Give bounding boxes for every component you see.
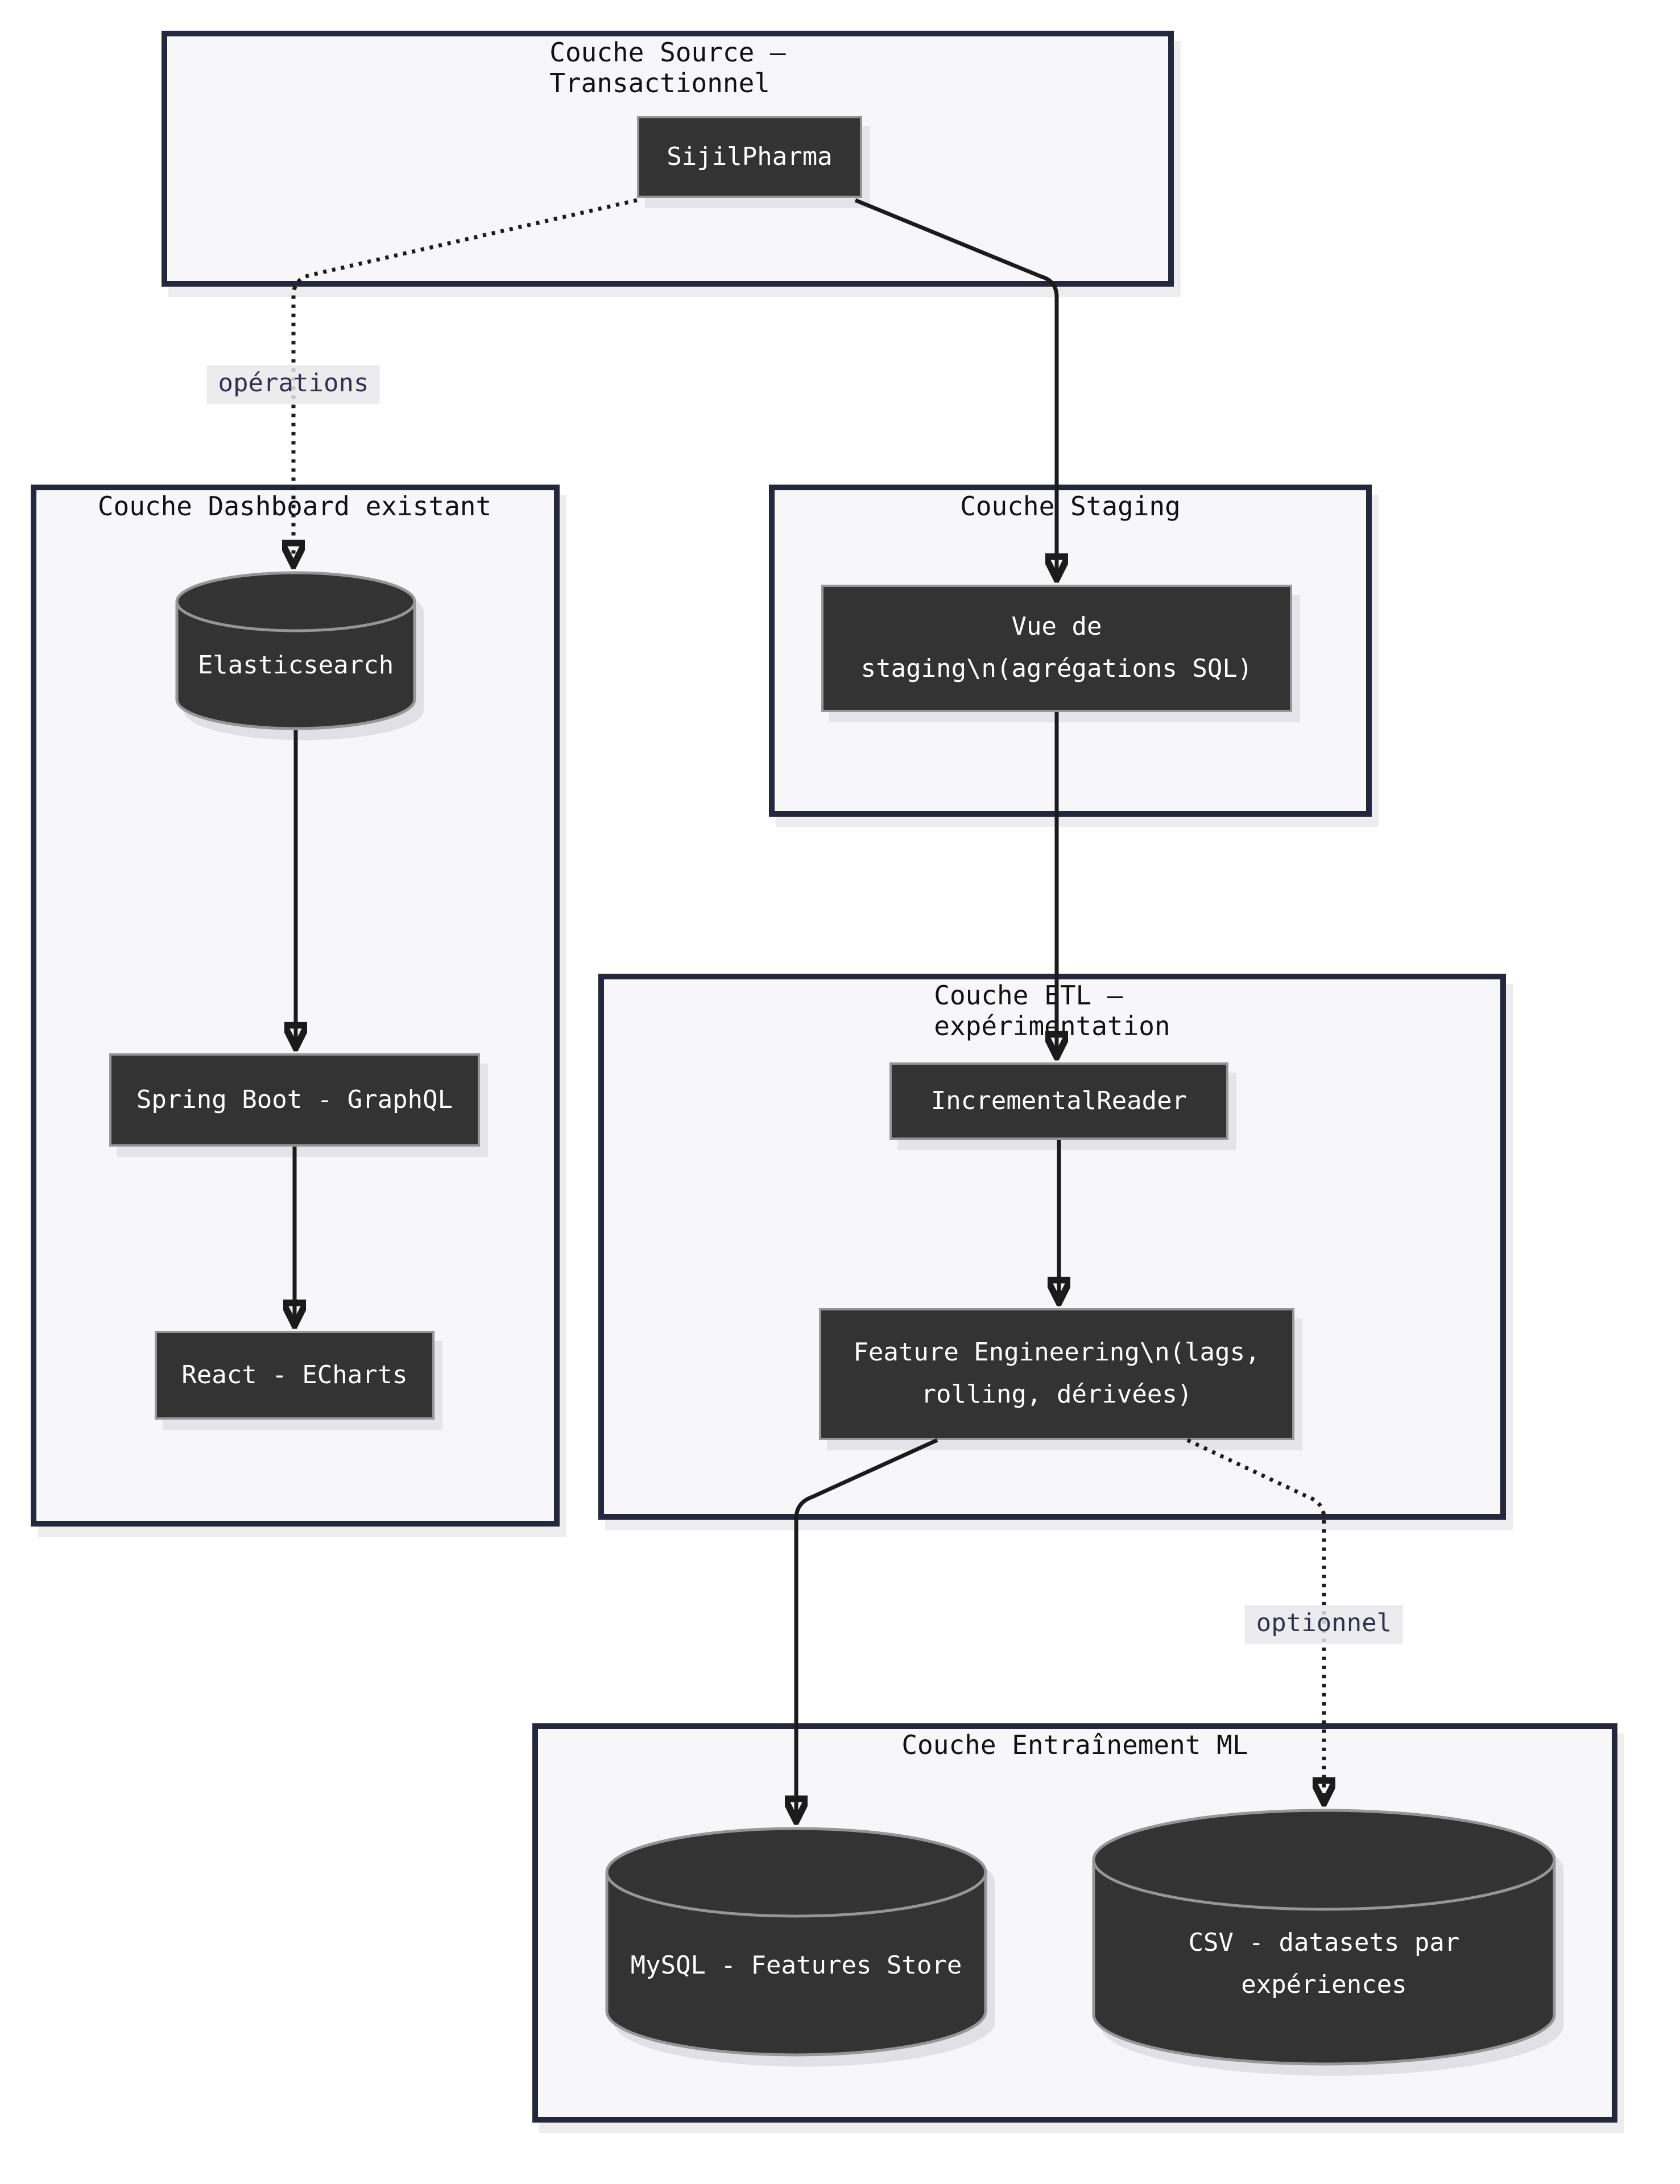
cluster-title-couche-ml: Couche Entraînement ML	[901, 1731, 1248, 1761]
cluster-title-couche-source: Couche Source — Transactionnel	[549, 39, 786, 99]
node-elasticsearch: Elasticsearch	[175, 571, 416, 730]
cylinder-label: Elasticsearch	[197, 652, 394, 680]
cylinder-shape	[1092, 1809, 1556, 2066]
node-vue-de-staging: Vue de staging\n(agrégations SQL)	[821, 585, 1292, 712]
edge-label-optionnel: optionnel	[1244, 1605, 1404, 1644]
edge-label-operations: opérations	[206, 365, 380, 404]
node-sijilpharma: SijilPharma	[637, 116, 862, 198]
cylinder-label: CSV - datasets par expériences	[1188, 1929, 1460, 1999]
node-spring-boot-graphql: Spring Boot - GraphQL	[109, 1053, 480, 1147]
cylinder-shape	[175, 571, 416, 730]
node-react-echarts: React - ECharts	[155, 1331, 435, 1420]
node-csv-datasets: CSV - datasets par expériences	[1092, 1809, 1556, 2068]
cylinder-shape	[605, 1827, 987, 2057]
cluster-title-couche-staging: Couche Staging	[960, 493, 1181, 522]
cluster-title-couche-dashboard: Couche Dashboard existant	[97, 493, 492, 522]
node-feature-engineering: Feature Engineering\n(lags, rolling, dér…	[819, 1308, 1294, 1440]
node-incremental-reader: IncrementalReader	[889, 1062, 1228, 1140]
node-mysql-features-store: MySQL - Features Store	[605, 1827, 987, 2059]
cylinder-label: MySQL - Features Store	[630, 1951, 962, 1980]
cluster-title-couche-etl: Couche ETL — expérimentation	[934, 982, 1170, 1042]
